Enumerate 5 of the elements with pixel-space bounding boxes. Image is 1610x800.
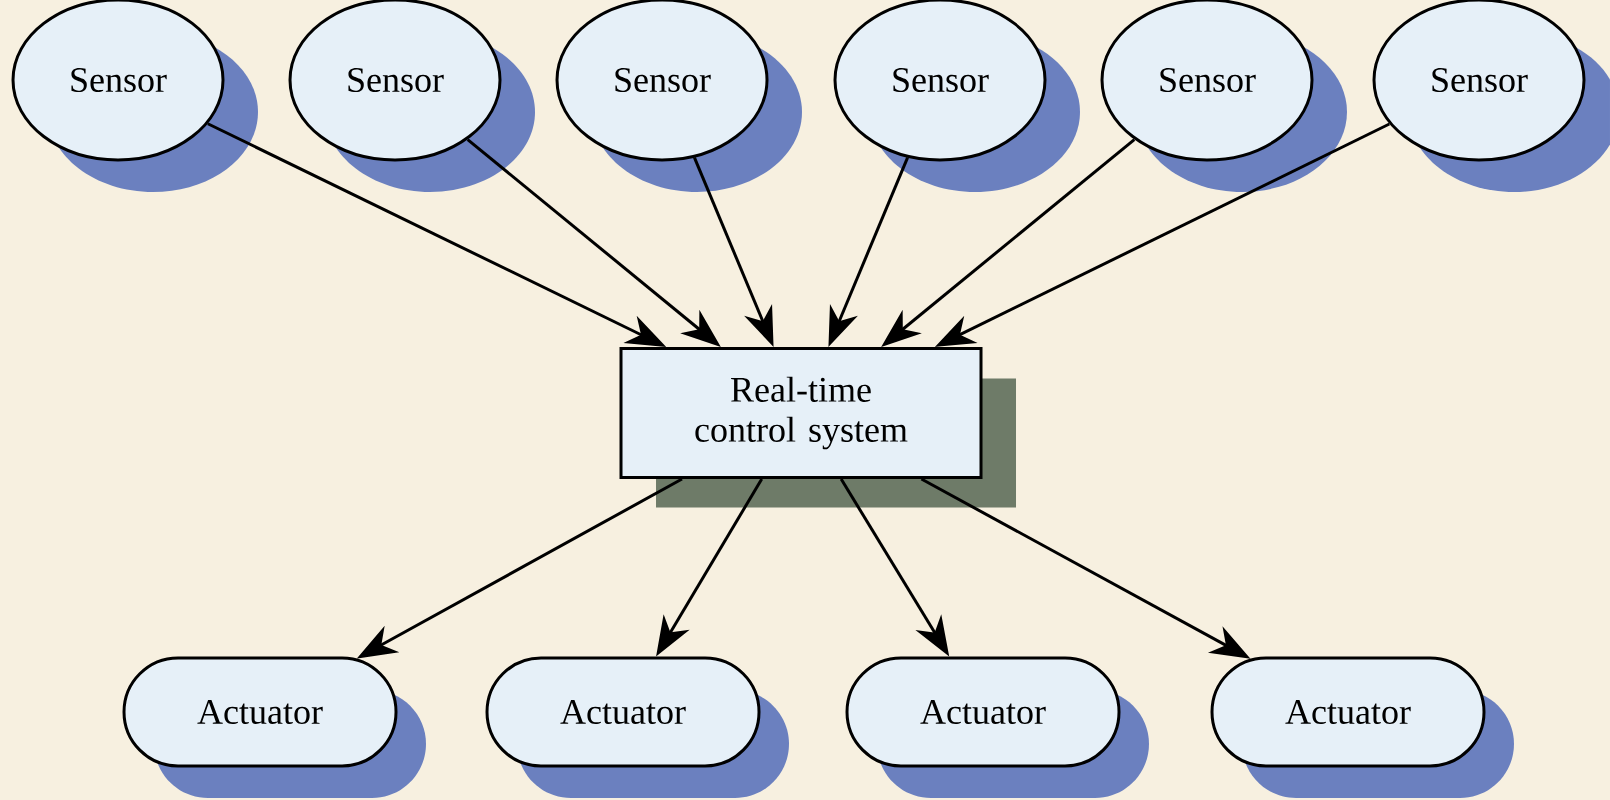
actuator-box: Actuator	[122, 656, 398, 768]
actuator-box: Actuator	[485, 656, 761, 768]
actuator-box: Actuator	[845, 656, 1121, 768]
controller-box: Real-time control system	[619, 347, 983, 479]
actuator-box: Actuator	[1210, 656, 1486, 768]
